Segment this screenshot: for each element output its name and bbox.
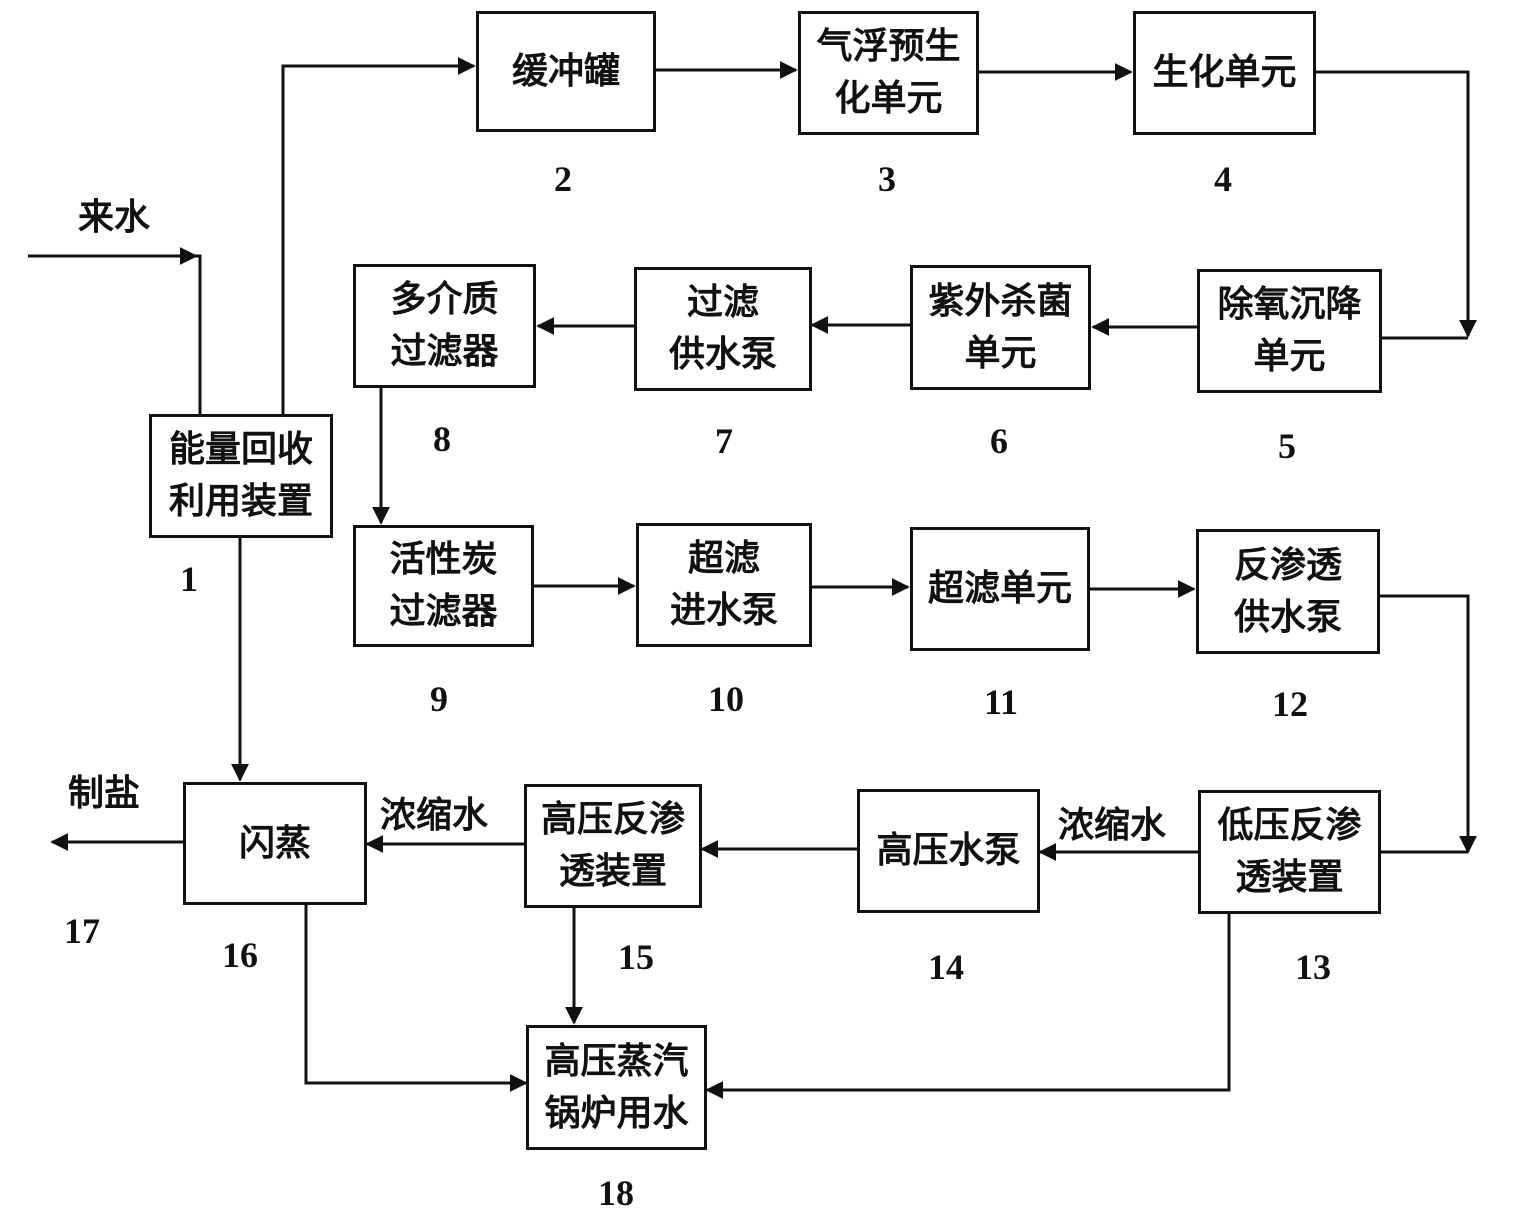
node-energy-recovery: 能量回收 利用装置 (149, 414, 333, 538)
node-filter-supply-pump: 过滤 供水泵 (634, 267, 812, 391)
node-12-number: 12 (1272, 684, 1308, 724)
arrow-1-to-2 (281, 57, 476, 414)
node-4-number: 4 (1214, 159, 1232, 199)
node-air-flotation-prebio: 气浮预生 化单元 (798, 11, 979, 135)
concentrate-label-13-14: 浓缩水 (1058, 805, 1167, 846)
node-14-number: 14 (928, 947, 964, 987)
node-ultrafiltration-unit: 超滤单元 (910, 527, 1090, 651)
node-high-pressure-ro: 高压反渗 透装置 (524, 784, 702, 908)
node-uv-sterilization: 紫外杀菌 单元 (910, 265, 1091, 390)
node-deoxygen-settling: 除氧沉降 单元 (1197, 269, 1382, 393)
arrow-incoming-to-1 (28, 254, 202, 414)
arrow-12-to-13 (1380, 594, 1477, 854)
concentrate-label-15-16: 浓缩水 (380, 795, 489, 836)
node-ro-supply-pump: 反渗透 供水泵 (1196, 529, 1380, 654)
node-2-number: 2 (554, 159, 572, 199)
node-boiler-feedwater: 高压蒸汽 锅炉用水 (526, 1025, 707, 1150)
node-3-number: 3 (878, 159, 896, 199)
node-10-number: 10 (708, 679, 744, 719)
node-13-number: 13 (1295, 947, 1331, 987)
node-18-number: 18 (598, 1173, 634, 1213)
arrow-13-to-18 (705, 914, 1231, 1099)
node-11-number: 11 (984, 682, 1019, 722)
node-7-number: 7 (715, 421, 733, 461)
node-activated-carbon-filter: 活性炭 过滤器 (353, 525, 534, 647)
node-8-number: 8 (433, 419, 451, 459)
node-5-number: 5 (1278, 426, 1296, 466)
node-multimedia-filter: 多介质 过滤器 (353, 264, 536, 388)
node-9-number: 9 (430, 679, 448, 719)
node-6-number: 6 (990, 421, 1008, 461)
arrow-4-to-5 (1314, 70, 1477, 338)
node-buffer-tank: 缓冲罐 (476, 11, 656, 132)
salt-production-number: 17 (64, 911, 100, 951)
node-16-number: 16 (222, 935, 258, 975)
incoming-water-label: 来水 (78, 197, 151, 238)
node-flash-evaporation: 闪蒸 (183, 782, 367, 905)
node-uf-feed-pump: 超滤 进水泵 (636, 523, 812, 647)
arrow-16-to-18 (304, 905, 528, 1092)
node-low-pressure-ro: 低压反渗 透装置 (1198, 790, 1381, 914)
salt-production-label: 制盐 (68, 773, 141, 814)
node-1-number: 1 (180, 559, 198, 599)
node-biochemical-unit: 生化单元 (1133, 11, 1316, 135)
node-15-number: 15 (618, 937, 654, 977)
node-high-pressure-pump: 高压水泵 (857, 789, 1040, 913)
